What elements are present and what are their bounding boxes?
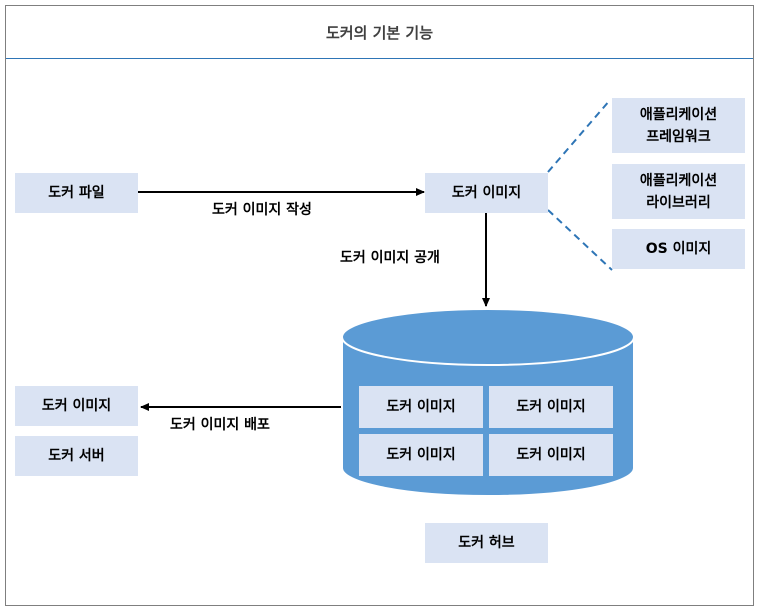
publish-label: 도커 이미지 공개 [340,250,440,266]
hub-image-label-1: 도커 이미지 [386,399,456,415]
docker-file-box: 도커 파일 [15,173,138,213]
build-label: 도커 이미지 작성 [212,202,312,218]
diagram-title: 도커의 기본 기능 [6,6,753,59]
os-image-box: OS 이미지 [612,229,745,269]
docker-image-center-box: 도커 이미지 [425,173,548,213]
hub-image-label-4: 도커 이미지 [516,447,586,463]
docker-hub-box: 도커 허브 [425,523,548,563]
docker-image-left-box: 도커 이미지 [15,386,138,426]
dash-line-os [547,209,613,271]
hub-image-box-4: 도커 이미지 [489,434,613,476]
hub-image-label-3: 도커 이미지 [386,447,456,463]
hub-image-box-1: 도커 이미지 [359,386,483,428]
app-library-box: 애플리케이션 라이브러리 [612,164,745,219]
docker-file-label: 도커 파일 [48,185,105,201]
diagram-frame [5,5,754,606]
hub-image-box-3: 도커 이미지 [359,434,483,476]
app-library-line1: 애플리케이션 [639,172,718,189]
docker-server-label: 도커 서버 [48,448,105,464]
dash-line-framework [547,99,611,173]
docker-image-center-label: 도커 이미지 [451,185,522,201]
app-framework-line2: 프레임워크 [646,128,711,145]
docker-image-left-label: 도커 이미지 [41,398,112,414]
os-image-label: OS 이미지 [645,241,712,257]
docker-server-box: 도커 서버 [15,436,138,476]
hub-image-box-2: 도커 이미지 [489,386,613,428]
deploy-label: 도커 이미지 배포 [170,417,270,433]
hub-image-label-2: 도커 이미지 [516,399,586,415]
docker-hub-label: 도커 허브 [458,535,515,551]
app-framework-line1: 애플리케이션 [639,106,718,123]
app-framework-box: 애플리케이션 프레임워크 [612,98,745,153]
app-library-line2: 라이브러리 [646,194,711,211]
